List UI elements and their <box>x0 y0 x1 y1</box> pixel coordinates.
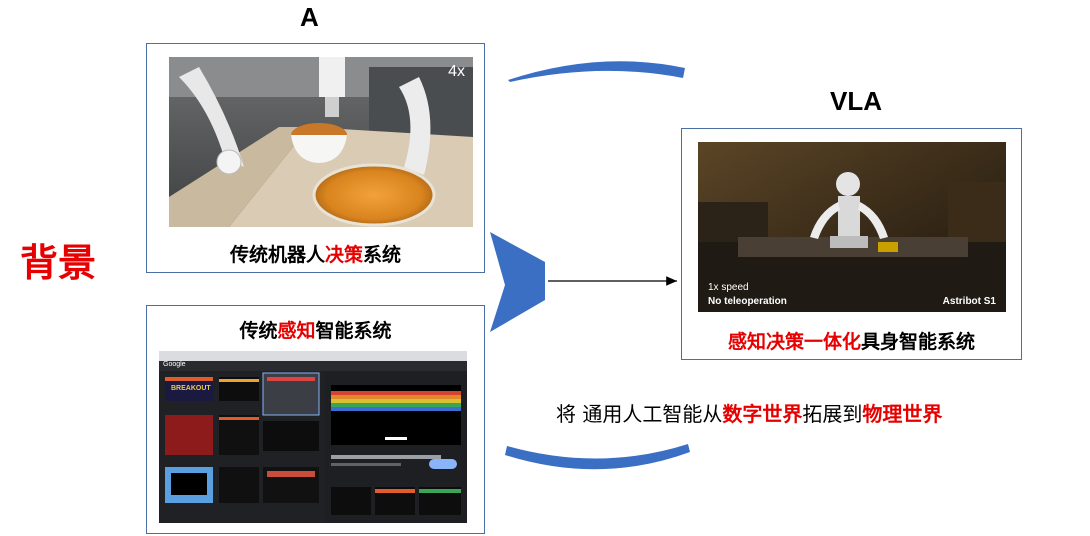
a-title: A <box>300 2 319 32</box>
mode-overlay: No teleoperation <box>708 296 787 307</box>
bottom-curve-arrow <box>505 444 690 470</box>
box-b-caption: 传统感知智能系统 <box>239 320 392 342</box>
tagline: 将 通用人工智能从数字世界拓展到物理世界 <box>556 402 943 426</box>
box-vla: 1x speed No teleoperation Astribot S1 感知… <box>681 128 1022 360</box>
product-overlay: Astribot S1 <box>942 296 996 307</box>
box-traditional-robot-decision: 4x 传统机器人决策系统 <box>146 43 485 273</box>
search-results-screenshot: Google BREAKOUT <box>159 351 467 523</box>
top-curve-arrow <box>508 61 685 82</box>
vla-title: VLA <box>830 86 882 116</box>
box-vla-caption: 感知决策一体化具身智能系统 <box>727 331 976 353</box>
box-a-caption: 传统机器人决策系统 <box>229 244 402 266</box>
breakout-title: BREAKOUT <box>171 385 211 392</box>
astribot-photo: 1x speed No teleoperation Astribot S1 <box>698 142 1006 312</box>
robot-arms-photo: 4x <box>169 57 473 227</box>
speed-overlay: 4x <box>448 63 465 80</box>
merge-icon <box>490 232 545 332</box>
google-logo: Google <box>163 361 186 368</box>
speed-overlay: 1x speed <box>708 282 749 293</box>
background-label: 背景 <box>20 240 97 285</box>
box-traditional-perception: 传统感知智能系统 <box>146 305 485 534</box>
